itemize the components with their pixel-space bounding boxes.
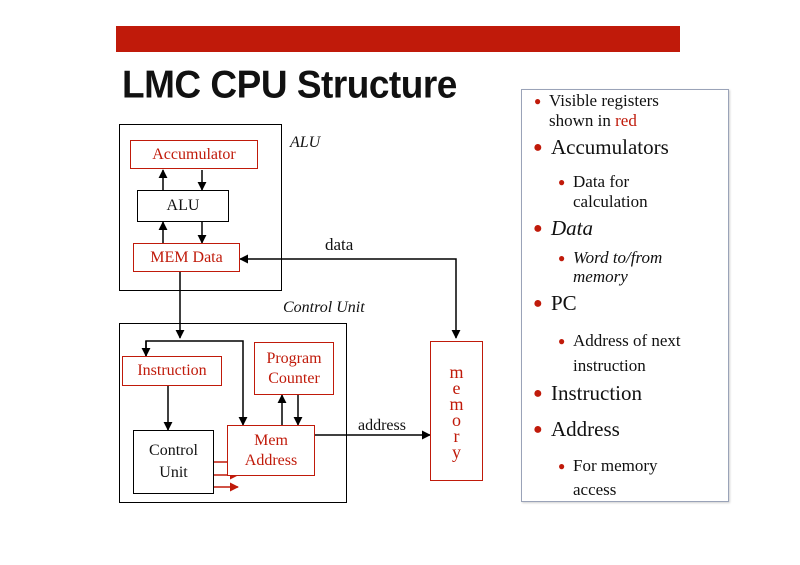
program-counter-line-2: Counter	[268, 369, 320, 387]
bullet-text: Instruction	[551, 381, 642, 405]
bullet-text: Data	[551, 216, 593, 240]
bullet-dot: ●	[533, 421, 543, 438]
title-accent-bar	[116, 26, 680, 52]
bullet-dot: ●	[533, 220, 543, 237]
bullet-text: PC	[551, 291, 577, 315]
control-unit-line-1: Control	[149, 442, 198, 459]
instruction-label: Instruction	[137, 362, 207, 379]
bullet-text: memory	[573, 267, 628, 286]
memory-letter-e: e	[452, 378, 461, 398]
bullet-dot: ●	[558, 459, 566, 473]
bullet-text: Data for	[573, 172, 630, 191]
bullet-text: access	[573, 480, 617, 499]
bullet-data: ● Data	[533, 216, 593, 240]
red-word: red	[615, 111, 637, 130]
alu-section-frame	[119, 124, 282, 291]
bullet-text: Address	[551, 417, 620, 441]
memory-letter-o: o	[452, 410, 461, 430]
bullet-accumulators: ● Accumulators	[533, 135, 669, 159]
address-bus-label: address	[358, 417, 406, 434]
instruction-register: Instruction	[122, 356, 222, 386]
bullet-panel	[521, 89, 729, 502]
memory-letter-y: y	[452, 442, 461, 462]
sub-bullet-memory: memory	[573, 267, 628, 287]
bullet-text: Visible registers	[549, 91, 659, 110]
control-unit-section-label: Control Unit	[283, 299, 365, 316]
mem-data-register: MEM Data	[133, 243, 240, 272]
memory-letter-m1: m	[449, 362, 464, 382]
bullet-dot: ●	[533, 295, 543, 312]
alu-section-label: ALU	[290, 134, 321, 151]
mem-address-line-1: Mem	[254, 431, 288, 449]
bullet-dot: ●	[534, 94, 542, 108]
control-unit-line-2: Unit	[159, 464, 188, 481]
sub-bullet-for-memory: ● For memory	[558, 456, 658, 476]
memory-letter-r: r	[453, 426, 460, 446]
bullet-dot: ●	[533, 139, 543, 156]
bullet-instruction: ● Instruction	[533, 381, 642, 405]
sub-bullet-access: access	[573, 480, 616, 500]
bullet-visible-registers-cont: shown in red	[549, 111, 637, 131]
bullet-dot: ●	[558, 334, 566, 348]
memory-letter-m2: m	[449, 394, 464, 414]
bullet-text: Accumulators	[551, 135, 669, 159]
memory-unit: m e m o r y	[430, 341, 483, 481]
mem-data-label: MEM Data	[150, 248, 223, 266]
bullet-dot: ●	[558, 251, 566, 265]
slide-title: LMC CPU Structure	[122, 63, 457, 107]
bullet-text: shown in	[549, 111, 616, 130]
mem-address-register: Mem Address	[227, 425, 315, 476]
control-unit: Control Unit	[133, 430, 214, 494]
program-counter-line-1: Program	[266, 349, 322, 367]
bullet-dot: ●	[533, 385, 543, 402]
mem-address-line-2: Address	[244, 451, 298, 469]
control-unit-section-frame	[119, 323, 347, 503]
sub-bullet-word: ● Word to/from	[558, 248, 663, 268]
sub-bullet-address-of-next: ● Address of next	[558, 331, 681, 351]
alu-label: ALU	[166, 197, 200, 214]
sub-bullet-calculation: calculation	[573, 192, 648, 212]
accumulator-label: Accumulator	[152, 145, 236, 163]
bullet-text: instruction	[573, 356, 646, 375]
sub-bullet-data-for: ● Data for	[558, 172, 630, 192]
bullet-pc: ● PC	[533, 291, 577, 315]
bullet-text: For memory	[573, 456, 658, 475]
bullet-text: calculation	[573, 192, 648, 211]
data-bus-label: data	[325, 235, 354, 254]
bullet-address: ● Address	[533, 417, 620, 441]
program-counter-register: Program Counter	[254, 342, 334, 395]
bullet-text: Word to/from	[573, 248, 663, 267]
sub-bullet-instruction: instruction	[573, 356, 646, 376]
accumulator-register: Accumulator	[130, 140, 258, 169]
alu-unit: ALU	[137, 190, 229, 222]
bullet-dot: ●	[558, 175, 566, 189]
bullet-visible-registers: ● Visible registers	[534, 91, 659, 111]
bullet-text: Address of next	[573, 331, 681, 350]
